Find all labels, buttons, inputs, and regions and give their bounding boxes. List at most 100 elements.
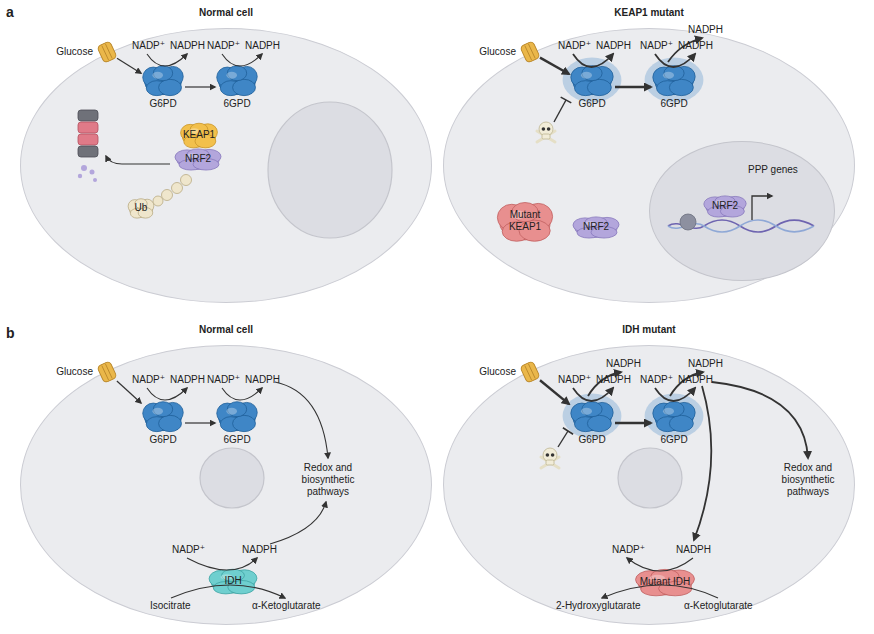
cofactor-arrow	[147, 54, 187, 66]
glucose-transporter: Glucose	[97, 43, 117, 61]
panel-letter: b	[6, 325, 15, 341]
transporter-stripe	[105, 44, 112, 59]
glucose-transporter: Glucose	[520, 363, 540, 381]
crossbone	[541, 457, 559, 468]
enzyme: G6PD	[141, 63, 185, 111]
protein-lobe	[227, 66, 246, 81]
inhibition-bar	[563, 428, 573, 434]
enzyme-label: G6PD	[559, 434, 625, 446]
enzyme-label: 6GPD	[205, 98, 269, 110]
cofactor-arrow	[187, 558, 257, 570]
enzyme: 6GPD	[651, 63, 697, 111]
keap1-protein: KEAP1	[179, 121, 219, 149]
enzyme: G6PD	[141, 399, 185, 447]
flux-arrow	[540, 58, 569, 74]
transporter-shape	[520, 43, 540, 61]
protein-shape	[651, 63, 697, 97]
nucleus	[618, 448, 682, 508]
ubiquitin-bead	[181, 175, 192, 186]
transcription-arrow	[752, 196, 772, 220]
protein-halo	[645, 58, 704, 103]
protein-label: IDH	[207, 567, 259, 595]
nrf2-protein: NRF2	[571, 215, 621, 239]
protein-fragment	[81, 165, 87, 171]
enzyme-label: G6PD	[131, 98, 195, 110]
mutant-idh-enzyme: Mutant IDH	[633, 567, 697, 597]
inhibitor-skull	[541, 448, 559, 468]
skull-jaw	[542, 134, 550, 139]
ubiquitin-bead	[153, 196, 163, 206]
protein-shape	[569, 399, 615, 433]
dna-strand	[668, 220, 814, 232]
protein-shape	[651, 399, 697, 433]
flux-arrow	[117, 58, 141, 73]
crossbone	[537, 131, 555, 142]
proteasome-ring	[78, 122, 98, 133]
cofactor-arrow	[627, 558, 693, 571]
cofactor-arrow	[222, 388, 262, 400]
skull-eye	[551, 453, 555, 457]
enzyme: 6GPD	[651, 399, 697, 447]
inhibition-bar	[561, 97, 572, 103]
protein-lobe	[153, 66, 172, 81]
protein-highlight	[152, 72, 163, 79]
skull-head	[539, 122, 553, 136]
flux-arrow	[540, 380, 569, 404]
reaction-arrow	[171, 585, 285, 598]
protein-shape	[141, 399, 185, 433]
cofactor-arrow	[573, 388, 613, 401]
cofactor-arrow	[668, 38, 702, 62]
transporter-shape	[520, 363, 540, 381]
flux-arrow	[615, 86, 651, 88]
cell-outline: Normal cellGlucoseG6PD6GPDKEAP1NRF2Ub	[20, 28, 432, 303]
flux-arrow	[117, 381, 141, 403]
flux-arrow	[615, 422, 651, 424]
protein-fragment	[93, 178, 97, 182]
transporter-barrel	[520, 361, 540, 383]
protein-label: KEAP1	[179, 121, 219, 149]
panel-heading: IDH mutant	[444, 324, 854, 336]
cofactor-arrow	[573, 54, 613, 67]
protein-fragment	[90, 170, 95, 175]
transporter-body	[97, 361, 117, 383]
protein-shape	[569, 63, 615, 97]
transporter-barrel	[97, 41, 117, 63]
transporter-barrel	[520, 41, 540, 63]
pathway-arrow	[712, 382, 808, 458]
protein-lobe	[159, 79, 182, 95]
metabolite-label: Glucose	[479, 366, 516, 378]
skull-eye	[547, 127, 551, 131]
glucose-transporter: Glucose	[520, 43, 540, 61]
enzyme-label: 6GPD	[205, 434, 269, 446]
protein-label: NRF2	[702, 194, 748, 218]
transporter-shape	[97, 363, 117, 381]
protein-highlight	[226, 408, 237, 415]
protein-label: Mutant IDH	[633, 567, 697, 597]
enzyme: 6GPD	[215, 63, 259, 111]
nucleosome	[680, 214, 696, 230]
nrf2-protein: NRF2	[702, 194, 748, 218]
skull-eye	[546, 453, 550, 457]
panel-heading: Normal cell	[21, 7, 431, 19]
nucleus	[268, 102, 392, 238]
protein-lobe	[669, 415, 693, 431]
degradation-arrow	[106, 156, 170, 164]
inhibition-line	[554, 100, 566, 122]
enzyme: 6GPD	[215, 399, 259, 447]
flux-arrow	[185, 86, 215, 87]
protein-highlight	[581, 72, 592, 79]
enzyme-label: 6GPD	[641, 98, 707, 110]
protein-lobe	[582, 402, 602, 417]
protein-highlight	[663, 408, 674, 415]
glucose-transporter: Glucose	[97, 363, 117, 381]
protein-fragment	[78, 174, 82, 178]
flux-arrow	[185, 422, 215, 423]
transporter-stripe	[528, 44, 535, 59]
protein-label: Mutant KEAP1	[495, 199, 555, 243]
metabolite-label: Glucose	[479, 46, 516, 58]
protein-lobe	[664, 402, 684, 417]
proteasome-ring	[78, 110, 98, 121]
ubiquitin-tag: Ub	[127, 197, 155, 219]
ubiquitin-bead	[172, 183, 183, 194]
cell-outline: Normal cellGlucoseG6PD6GPDIDH	[20, 345, 432, 625]
